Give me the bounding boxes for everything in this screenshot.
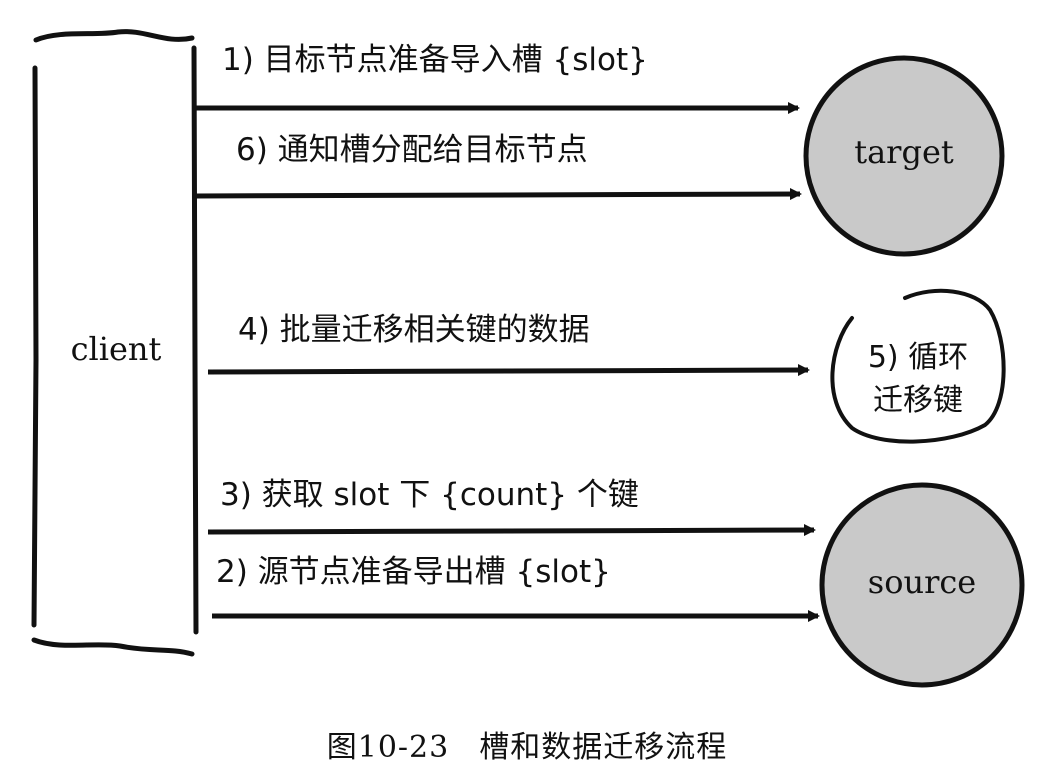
bracket-right-line [191,45,199,635]
loop-migrate-node: 5) 循环 迁移键 [830,288,1006,444]
target-circle [803,55,1005,257]
client-bracket [31,29,199,657]
client-label: client [71,330,162,368]
step-6-arrow [195,188,802,201]
source-node: source [819,482,1025,688]
step-2-label: 2) 源节点准备导出槽 {slot} [216,554,611,590]
step-3-label: 3) 获取 slot 下 {count} 个键 [220,477,639,513]
migration-diagram: client target source 5) 循环 迁移键 1) 目标节点准备… [31,29,1025,688]
bracket-bottom-curl [31,637,195,657]
caption-text: 槽和数据迁移流程 [479,730,728,765]
target-label: target [854,133,954,171]
bracket-top-curl [33,29,195,43]
step-1: 1) 目标节点准备导入槽 {slot} [196,42,800,114]
source-circle [819,482,1025,688]
caption-number: 图10-23 [326,730,450,765]
bracket-left-line [31,65,39,628]
source-label: source [868,563,976,601]
step-3: 3) 获取 slot 下 {count} 个键 [207,477,816,537]
step-4-arrow [207,364,810,377]
loop-outline [830,288,1006,444]
step-4: 4) 批量迁移相关键的数据 [207,312,810,377]
step-6: 6) 通知槽分配给目标节点 [195,132,802,201]
step-3-arrow [207,524,816,537]
figure-caption: 图10-23 槽和数据迁移流程 [0,722,1054,766]
step-4-label: 4) 批量迁移相关键的数据 [238,312,590,348]
target-node: target [803,55,1005,257]
step-6-label: 6) 通知槽分配给目标节点 [236,132,588,168]
loop-label-line1: 5) 循环 [868,340,968,375]
step-1-label: 1) 目标节点准备导入槽 {slot} [222,42,648,78]
loop-label-line2: 迁移键 [873,383,963,418]
step-2: 2) 源节点准备导出槽 {slot} [212,554,820,622]
